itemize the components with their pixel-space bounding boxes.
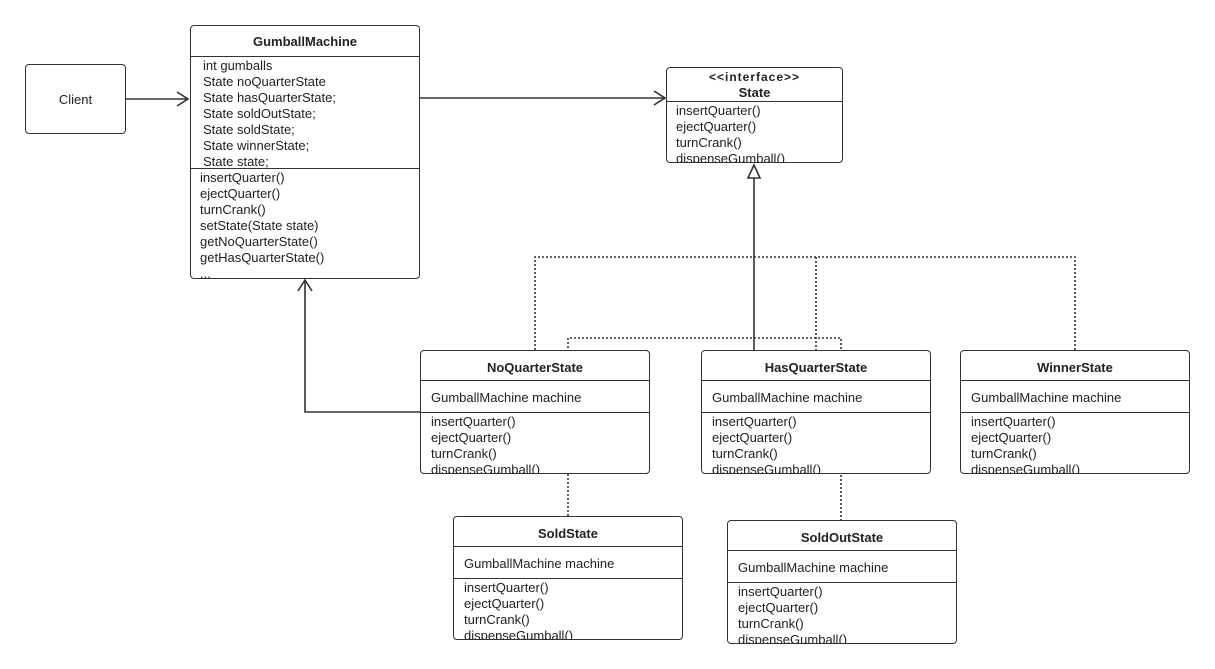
method: getHasQuarterState() — [200, 250, 325, 265]
attribute: State noQuarterState — [203, 74, 326, 89]
method: setState(State state) — [200, 218, 319, 233]
method: ejectQuarter() — [738, 600, 819, 615]
attribute: State soldOutState; — [203, 106, 316, 121]
has-quarter-state-title: HasQuarterState — [764, 360, 868, 375]
winner-state-field: GumballMachine machine — [961, 380, 1189, 412]
method: dispenseGumball() — [971, 462, 1081, 474]
method: turnCrank() — [431, 446, 497, 461]
method: dispenseGumball() — [712, 462, 822, 474]
sold-state-title: SoldState — [538, 526, 598, 541]
gumball-machine-title: GumballMachine — [252, 34, 358, 49]
method: insertQuarter() — [431, 414, 516, 429]
sold-state-field: GumballMachine machine — [454, 546, 682, 578]
method: turnCrank() — [464, 612, 530, 627]
method: turnCrank() — [676, 135, 742, 150]
sold-out-state-title: SoldOutState — [800, 530, 884, 545]
realization-arrowhead — [746, 163, 762, 179]
sold-out-state-field: GumballMachine machine — [728, 550, 956, 582]
client-box[interactable]: Client — [25, 64, 126, 134]
method: insertQuarter() — [200, 170, 285, 185]
gumball-machine-attributes: int gumballs State noQuarterState State … — [191, 56, 419, 170]
method: turnCrank() — [712, 446, 778, 461]
method: dispenseGumball() — [676, 151, 786, 163]
has-quarter-state-methods: insertQuarter() ejectQuarter() turnCrank… — [702, 412, 930, 474]
no-quarter-state-title: NoQuarterState — [486, 360, 584, 375]
method: ejectQuarter() — [971, 430, 1052, 445]
winner-state-methods: insertQuarter() ejectQuarter() turnCrank… — [961, 412, 1189, 474]
state-interface[interactable]: <<interface>> State insertQuarter() ejec… — [666, 67, 843, 163]
state-stereotype: <<interface>> — [708, 70, 801, 84]
method: getNoQuarterState() — [200, 234, 318, 249]
no-quarter-state-field: GumballMachine machine — [421, 380, 649, 412]
method: ejectQuarter() — [712, 430, 793, 445]
gumball-arrowhead — [297, 278, 313, 292]
method: ejectQuarter() — [200, 186, 281, 201]
winner-state-class[interactable]: WinnerState GumballMachine machine inser… — [960, 350, 1190, 474]
attribute: State soldState; — [203, 122, 295, 137]
method: insertQuarter() — [464, 580, 549, 595]
sold-out-state-class[interactable]: SoldOutState GumballMachine machine inse… — [727, 520, 957, 644]
method: insertQuarter() — [971, 414, 1056, 429]
winner-state-title: WinnerState — [1037, 360, 1113, 375]
no-quarter-to-gumball-association — [304, 280, 420, 413]
client-arrowhead — [176, 91, 190, 107]
method: turnCrank() — [200, 202, 266, 217]
client-label: Client — [58, 92, 93, 107]
method: dispenseGumball() — [738, 632, 848, 644]
sold-state-class[interactable]: SoldState GumballMachine machine insertQ… — [453, 516, 683, 640]
attribute: State hasQuarterState; — [203, 90, 336, 105]
method: ejectQuarter() — [431, 430, 512, 445]
has-quarter-state-class[interactable]: HasQuarterState GumballMachine machine i… — [701, 350, 931, 474]
method: turnCrank() — [738, 616, 804, 631]
state-methods: insertQuarter() ejectQuarter() turnCrank… — [667, 101, 842, 163]
sold-state-methods: insertQuarter() ejectQuarter() turnCrank… — [454, 578, 682, 640]
gumball-machine-class[interactable]: GumballMachine int gumballs State noQuar… — [190, 25, 420, 279]
method: ejectQuarter() — [676, 119, 757, 134]
method: dispenseGumball() — [464, 628, 574, 640]
realization-dotted-upper — [534, 256, 1076, 350]
state-arrowhead — [653, 90, 667, 106]
no-quarter-state-methods: insertQuarter() ejectQuarter() turnCrank… — [421, 412, 649, 474]
state-title: State — [738, 85, 771, 100]
method: insertQuarter() — [712, 414, 797, 429]
attribute: int gumballs — [203, 58, 273, 73]
method: insertQuarter() — [738, 584, 823, 599]
method: ... — [200, 266, 211, 279]
method: turnCrank() — [971, 446, 1037, 461]
attribute: State state; — [203, 154, 269, 169]
sold-out-state-methods: insertQuarter() ejectQuarter() turnCrank… — [728, 582, 956, 644]
method: dispenseGumball() — [431, 462, 541, 474]
no-quarter-state-class[interactable]: NoQuarterState GumballMachine machine in… — [420, 350, 650, 474]
gumball-machine-methods: insertQuarter() ejectQuarter() turnCrank… — [191, 168, 419, 279]
method: insertQuarter() — [676, 103, 761, 118]
has-quarter-state-field: GumballMachine machine — [702, 380, 930, 412]
attribute: State winnerState; — [203, 138, 310, 153]
method: ejectQuarter() — [464, 596, 545, 611]
